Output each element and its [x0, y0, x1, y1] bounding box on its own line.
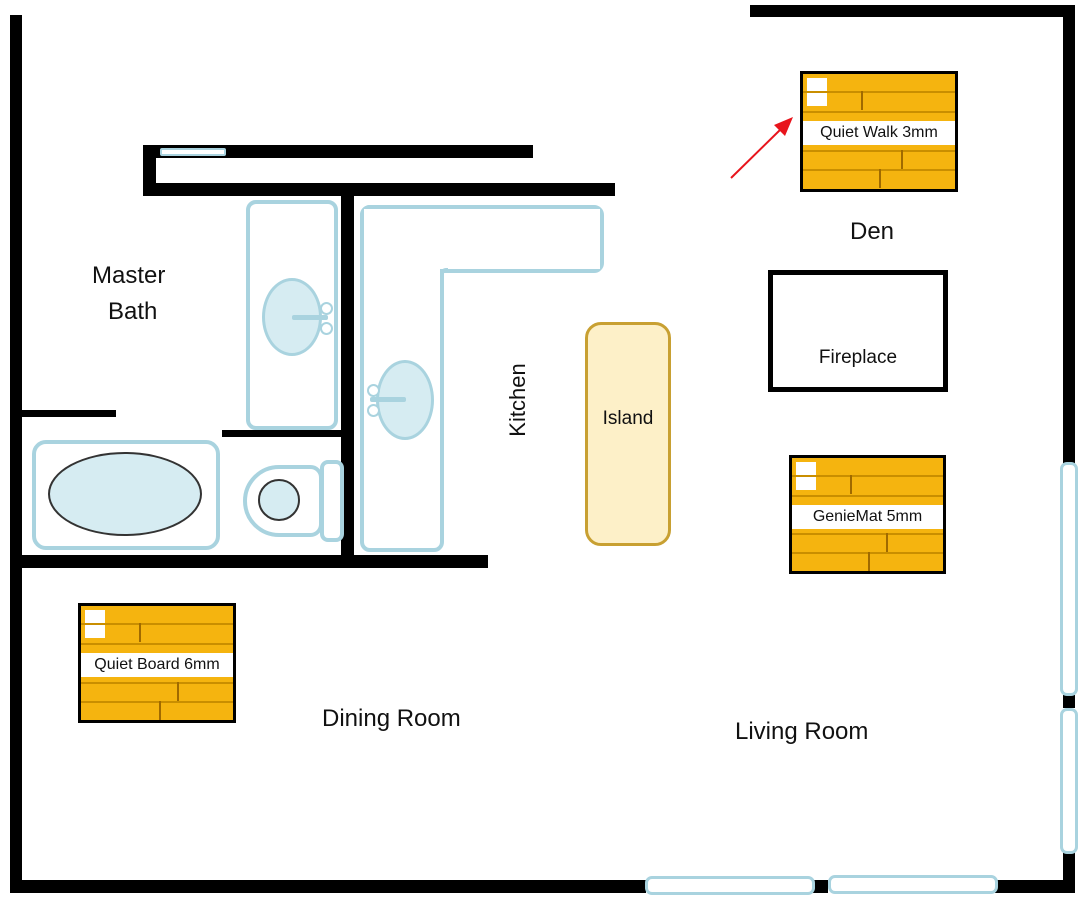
exterior-wall-east-lower	[1063, 852, 1075, 893]
kitchen-counter-horizontal	[360, 205, 604, 273]
room-label-master-bath-line2: Bath	[108, 298, 158, 325]
counter-seam-mask	[364, 209, 600, 269]
wall-bath-top-upper	[143, 145, 533, 158]
wall-toilet-stub	[222, 430, 342, 437]
exterior-wall-north	[750, 5, 1075, 17]
bath-faucet-knob-icon	[320, 302, 333, 315]
fireplace-label: Fireplace	[818, 347, 898, 368]
exterior-wall-south-west	[10, 880, 646, 893]
kitchen-faucet-icon	[370, 397, 406, 402]
flooring-label-quiet-walk: Quiet Walk 3mm	[803, 121, 955, 145]
wall-bath-kitchen-divider	[341, 183, 354, 568]
flooring-label-genie-mat: GenieMat 5mm	[792, 505, 943, 529]
wall-bath-top-lower	[143, 183, 615, 196]
window-south-right	[828, 875, 998, 894]
flooring-sample-genie-mat: GenieMat 5mm	[789, 455, 946, 574]
toilet-bowl-icon	[258, 479, 300, 521]
flooring-sample-quiet-walk: Quiet Walk 3mm	[800, 71, 958, 192]
wall-tub-stub	[20, 410, 116, 417]
window-east-upper	[1060, 462, 1078, 696]
wall-bath-dining	[10, 555, 488, 568]
exterior-wall-west	[10, 15, 22, 893]
flooring-sample-quiet-board: Quiet Board 6mm	[78, 603, 236, 723]
counter-inner-corner	[440, 268, 448, 276]
window-south-left	[645, 876, 815, 895]
room-label-living-room: Living Room	[735, 718, 869, 745]
window-east-lower	[1060, 708, 1078, 854]
wall-bath-top-end	[143, 145, 156, 196]
kitchen-faucet-knob-icon	[367, 384, 380, 397]
fireplace	[768, 270, 948, 392]
bathtub	[32, 440, 220, 550]
room-label-den: Den	[850, 218, 895, 245]
exterior-wall-south-mid	[812, 880, 828, 893]
bathroom-vanity	[246, 200, 338, 430]
island-label: Island	[602, 408, 654, 429]
exterior-wall-east-upper	[1063, 5, 1075, 465]
room-label-dining-room: Dining Room	[322, 705, 461, 732]
kitchen-faucet-knob-icon	[367, 404, 380, 417]
room-label-master-bath-line1: Master	[92, 262, 166, 289]
bath-faucet-icon	[292, 315, 328, 320]
exterior-wall-east-mid	[1063, 695, 1075, 708]
toilet-tank-icon	[320, 460, 344, 542]
bathtub-basin-icon	[48, 452, 202, 536]
window-bath-slot	[160, 148, 226, 156]
bath-faucet-knob-icon	[320, 322, 333, 335]
flooring-label-quiet-board: Quiet Board 6mm	[81, 653, 233, 677]
exterior-wall-south-east	[995, 880, 1075, 893]
kitchen-island	[585, 322, 671, 546]
